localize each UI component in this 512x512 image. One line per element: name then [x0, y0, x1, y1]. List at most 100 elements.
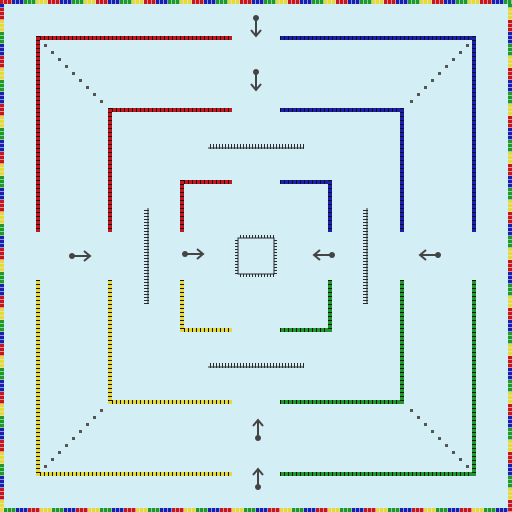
frame-segment: [84, 508, 88, 512]
frame-segment: [508, 12, 512, 16]
grate-right: [363, 208, 368, 304]
frame-segment: [0, 484, 4, 488]
frame-segment: [0, 16, 4, 20]
frame-segment: [320, 508, 324, 512]
frame-segment: [0, 500, 4, 504]
frame-segment: [0, 496, 4, 500]
diagonal-step: [410, 409, 413, 412]
frame-segment: [88, 0, 92, 4]
frame-segment: [220, 508, 224, 512]
diagonal-step: [86, 86, 89, 89]
frame-segment: [0, 40, 4, 44]
frame-segment: [0, 24, 4, 28]
frame-segment: [508, 468, 512, 472]
arrow-up-bottom-inner[interactable]: [252, 418, 264, 441]
arrow-up-bottom-outer[interactable]: [252, 467, 264, 490]
frame-segment: [368, 508, 372, 512]
frame-segment: [456, 0, 460, 4]
frame-segment: [384, 508, 388, 512]
arrow-right-left-inner[interactable]: [182, 248, 205, 260]
frame-segment: [508, 272, 512, 276]
diagonal-step: [65, 65, 68, 68]
frame-segment: [0, 256, 4, 260]
diagonal-step: [445, 65, 448, 68]
frame-segment: [200, 508, 204, 512]
diagonal-step: [438, 437, 441, 440]
frame-segment: [504, 508, 508, 512]
grate-bottom: [208, 363, 304, 368]
diagonal-step: [72, 437, 75, 440]
frame-segment: [48, 0, 52, 4]
frame-segment: [468, 0, 472, 4]
frame-segment: [344, 0, 348, 4]
wall-bl-mid-h: [108, 400, 232, 404]
frame-segment: [456, 508, 460, 512]
frame-segment: [396, 508, 400, 512]
frame-segment: [208, 508, 212, 512]
frame-segment: [440, 0, 444, 4]
frame-segment: [0, 196, 4, 200]
frame-segment: [468, 508, 472, 512]
frame-segment: [508, 152, 512, 156]
frame-segment: [172, 0, 176, 4]
frame-segment: [376, 0, 380, 4]
frame-segment: [508, 264, 512, 268]
frame-segment: [508, 452, 512, 456]
frame-segment: [0, 264, 4, 268]
frame-segment: [212, 508, 216, 512]
frame-segment: [216, 508, 220, 512]
frame-segment: [0, 212, 4, 216]
frame-segment: [44, 0, 48, 4]
frame-segment: [0, 328, 4, 332]
frame-segment: [44, 508, 48, 512]
frame-segment: [84, 0, 88, 4]
arrow-down-top-inner[interactable]: [250, 69, 262, 92]
frame-segment: [0, 368, 4, 372]
frame-segment: [204, 0, 208, 4]
frame-segment: [0, 92, 4, 96]
frame-segment: [508, 372, 512, 376]
arrow-left-right-outer[interactable]: [418, 249, 441, 261]
frame-segment: [0, 244, 4, 248]
frame-segment: [0, 352, 4, 356]
frame-segment: [508, 492, 512, 496]
arrow-right-left-outer[interactable]: [69, 250, 92, 262]
frame-segment: [400, 508, 404, 512]
frame-segment: [0, 380, 4, 384]
frame-segment: [76, 0, 80, 4]
frame-segment: [0, 468, 4, 472]
frame-segment: [364, 508, 368, 512]
frame-segment: [0, 412, 4, 416]
frame-segment: [508, 160, 512, 164]
frame-segment: [508, 72, 512, 76]
frame-segment: [508, 412, 512, 416]
frame-segment: [412, 0, 416, 4]
frame-segment: [0, 228, 4, 232]
frame-segment: [480, 508, 484, 512]
frame-segment: [172, 508, 176, 512]
frame-segment: [0, 296, 4, 300]
arrow-left-right-inner[interactable]: [312, 249, 335, 261]
frame-segment: [508, 432, 512, 436]
frame-segment: [48, 508, 52, 512]
frame-segment: [508, 184, 512, 188]
wall-br-outer-v: [472, 280, 476, 476]
frame-segment: [0, 364, 4, 368]
arrow-down-top-outer[interactable]: [250, 15, 262, 38]
frame-segment: [184, 508, 188, 512]
frame-segment: [0, 240, 4, 244]
frame-segment: [428, 508, 432, 512]
frame-segment: [508, 92, 512, 96]
frame-segment: [96, 0, 100, 4]
frame-segment: [508, 328, 512, 332]
frame-segment: [508, 64, 512, 68]
frame-segment: [192, 508, 196, 512]
frame-segment: [264, 508, 268, 512]
frame-segment: [508, 304, 512, 308]
frame-segment: [452, 0, 456, 4]
diagonal-step: [51, 51, 54, 54]
frame-segment: [460, 0, 464, 4]
frame-segment: [0, 116, 4, 120]
